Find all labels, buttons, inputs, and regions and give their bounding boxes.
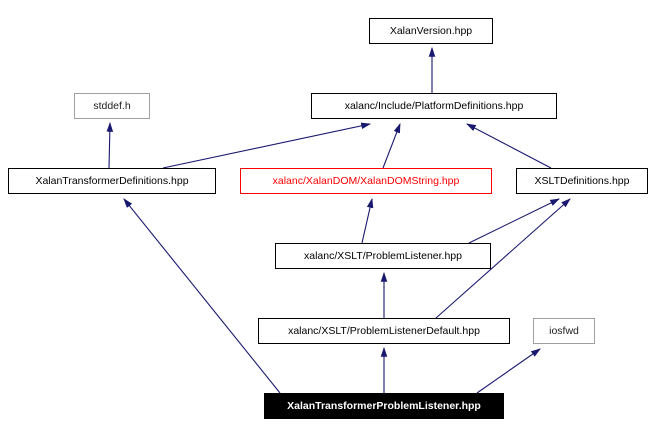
node-stddef[interactable]: stddef.h bbox=[74, 93, 150, 119]
node-iosfwd[interactable]: iosfwd bbox=[533, 318, 595, 344]
node-label: xalanc/XalanDOM/XalanDOMString.hpp bbox=[272, 174, 460, 187]
node-xalantransformerdefinitions[interactable]: XalanTransformerDefinitions.hpp bbox=[8, 168, 216, 194]
edge-xalantransformerdefs-stddef bbox=[106, 121, 114, 169]
node-label: xalanc/XSLT/ProblemListener.hpp bbox=[304, 249, 462, 262]
node-xalantransformerproblemlistener[interactable]: XalanTransformerProblemListener.hpp bbox=[264, 393, 504, 419]
node-label: iosfwd bbox=[549, 324, 579, 337]
node-xsltdefinitions[interactable]: XSLTDefinitions.hpp bbox=[516, 168, 648, 194]
node-label: stddef.h bbox=[93, 99, 131, 112]
edge-problemlistener-xalandomstring bbox=[361, 197, 374, 244]
node-problemlistener[interactable]: xalanc/XSLT/ProblemListener.hpp bbox=[275, 243, 491, 269]
node-label: XSLTDefinitions.hpp bbox=[534, 174, 630, 187]
node-platformdefinitions[interactable]: xalanc/Include/PlatformDefinitions.hpp bbox=[311, 93, 557, 119]
node-problemlistenerdefault[interactable]: xalanc/XSLT/ProblemListenerDefault.hpp bbox=[258, 318, 510, 344]
node-xalandomstring[interactable]: xalanc/XalanDOM/XalanDOMString.hpp bbox=[240, 168, 492, 194]
edge-problemlistener-xsltdefinitions bbox=[468, 198, 560, 244]
node-label: XalanVersion.hpp bbox=[389, 24, 473, 37]
edge-xalantransformerdefs-platformdefinitions bbox=[162, 122, 372, 169]
edge-xsltdefinitions-platformdefinitions bbox=[466, 123, 552, 169]
node-label: xalanc/Include/PlatformDefinitions.hpp bbox=[344, 99, 524, 112]
node-label: XalanTransformerProblemListener.hpp bbox=[287, 399, 481, 412]
node-label: xalanc/XSLT/ProblemListenerDefault.hpp bbox=[288, 324, 480, 337]
edge-xalandomstring-platformdefinitions bbox=[382, 122, 401, 169]
node-xalanversion[interactable]: XalanVersion.hpp bbox=[369, 18, 493, 44]
node-label: XalanTransformerDefinitions.hpp bbox=[35, 174, 189, 187]
edge-current-xalantransformerdefs bbox=[123, 198, 281, 394]
edge-current-iosfwd bbox=[476, 348, 541, 394]
